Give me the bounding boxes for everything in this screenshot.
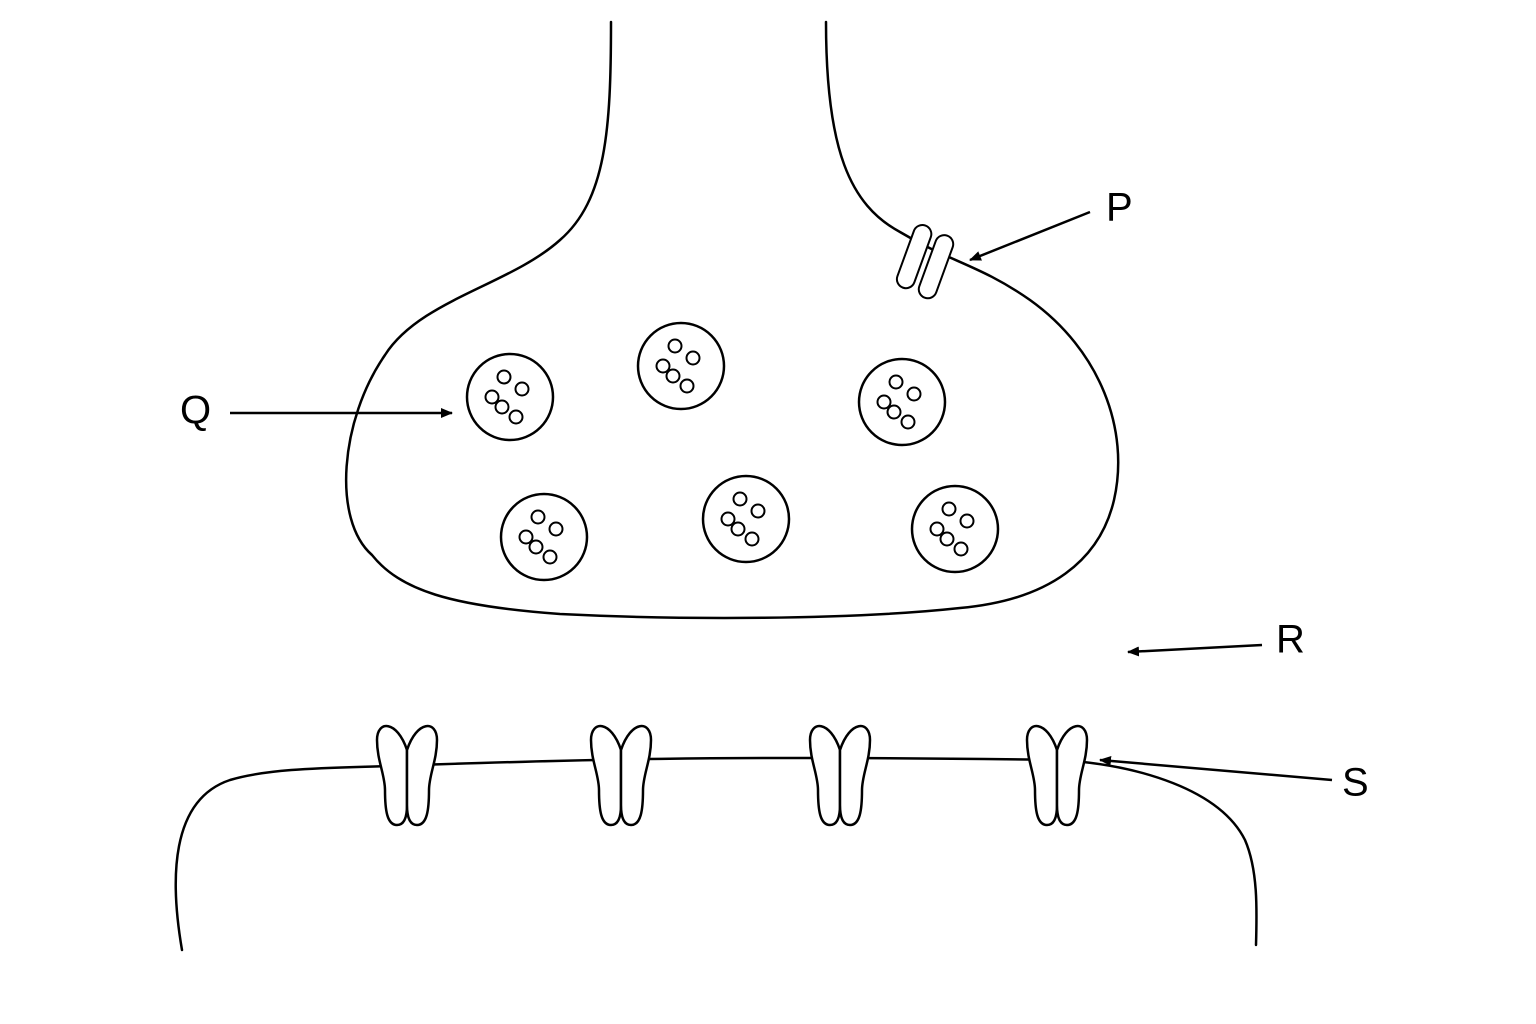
- neurotransmitter-molecule: [514, 381, 530, 397]
- presynaptic-terminal: [344, 20, 1120, 620]
- neurotransmitter-molecule: [876, 394, 892, 410]
- receptor: [589, 724, 653, 827]
- neurotransmitter-molecule: [732, 491, 748, 507]
- vesicle-group: [465, 321, 1000, 582]
- neurotransmitter-molecule: [667, 338, 683, 354]
- neurotransmitter-molecule: [494, 399, 510, 415]
- neurotransmitter-molecule: [744, 531, 760, 547]
- synaptic-vesicle: [465, 352, 555, 442]
- neurotransmitter-molecule: [508, 409, 524, 425]
- synaptic-vesicle: [857, 357, 947, 447]
- synaptic-vesicle: [499, 492, 589, 582]
- label-r: R: [1276, 618, 1305, 662]
- neurotransmitter-molecule: [528, 539, 544, 555]
- neurotransmitter-molecule: [530, 509, 546, 525]
- neurotransmitter-molecule: [939, 531, 955, 547]
- receptor-group: [375, 724, 1089, 827]
- label-p: P: [1106, 186, 1133, 230]
- neurotransmitter-molecule: [730, 521, 746, 537]
- neurotransmitter-molecule: [484, 389, 500, 405]
- receptor: [1025, 724, 1089, 827]
- synaptic-vesicle: [636, 321, 726, 411]
- label-q: Q: [180, 389, 211, 433]
- neurotransmitter-molecule: [548, 521, 564, 537]
- neurotransmitter-molecule: [518, 529, 534, 545]
- neurotransmitter-molecule: [665, 368, 681, 384]
- neurotransmitter-molecule: [888, 374, 904, 390]
- arrow-r: [1127, 643, 1263, 657]
- neurotransmitter-molecule: [750, 503, 766, 519]
- neurotransmitter-molecule: [685, 350, 701, 366]
- postsynaptic-membrane: [174, 756, 1258, 952]
- neurotransmitter-molecule: [655, 358, 671, 374]
- ion-channel: [895, 224, 955, 300]
- label-s: S: [1342, 761, 1369, 805]
- synaptic-vesicle: [910, 484, 1000, 574]
- neurotransmitter-molecule: [929, 521, 945, 537]
- arrow-p: [969, 210, 1091, 262]
- neurotransmitter-molecule: [886, 404, 902, 420]
- neurotransmitter-molecule: [679, 378, 695, 394]
- synaptic-vesicle: [701, 474, 791, 564]
- receptor: [375, 724, 439, 827]
- neurotransmitter-molecule: [900, 414, 916, 430]
- neurotransmitter-molecule: [542, 549, 558, 565]
- neurotransmitter-molecule: [720, 511, 736, 527]
- neurotransmitter-molecule: [953, 541, 969, 557]
- neurotransmitter-molecule: [496, 369, 512, 385]
- neurotransmitter-molecule: [959, 513, 975, 529]
- neurotransmitter-molecule: [906, 386, 922, 402]
- receptor: [808, 724, 872, 827]
- arrow-s: [1099, 755, 1333, 782]
- neurotransmitter-molecule: [941, 501, 957, 517]
